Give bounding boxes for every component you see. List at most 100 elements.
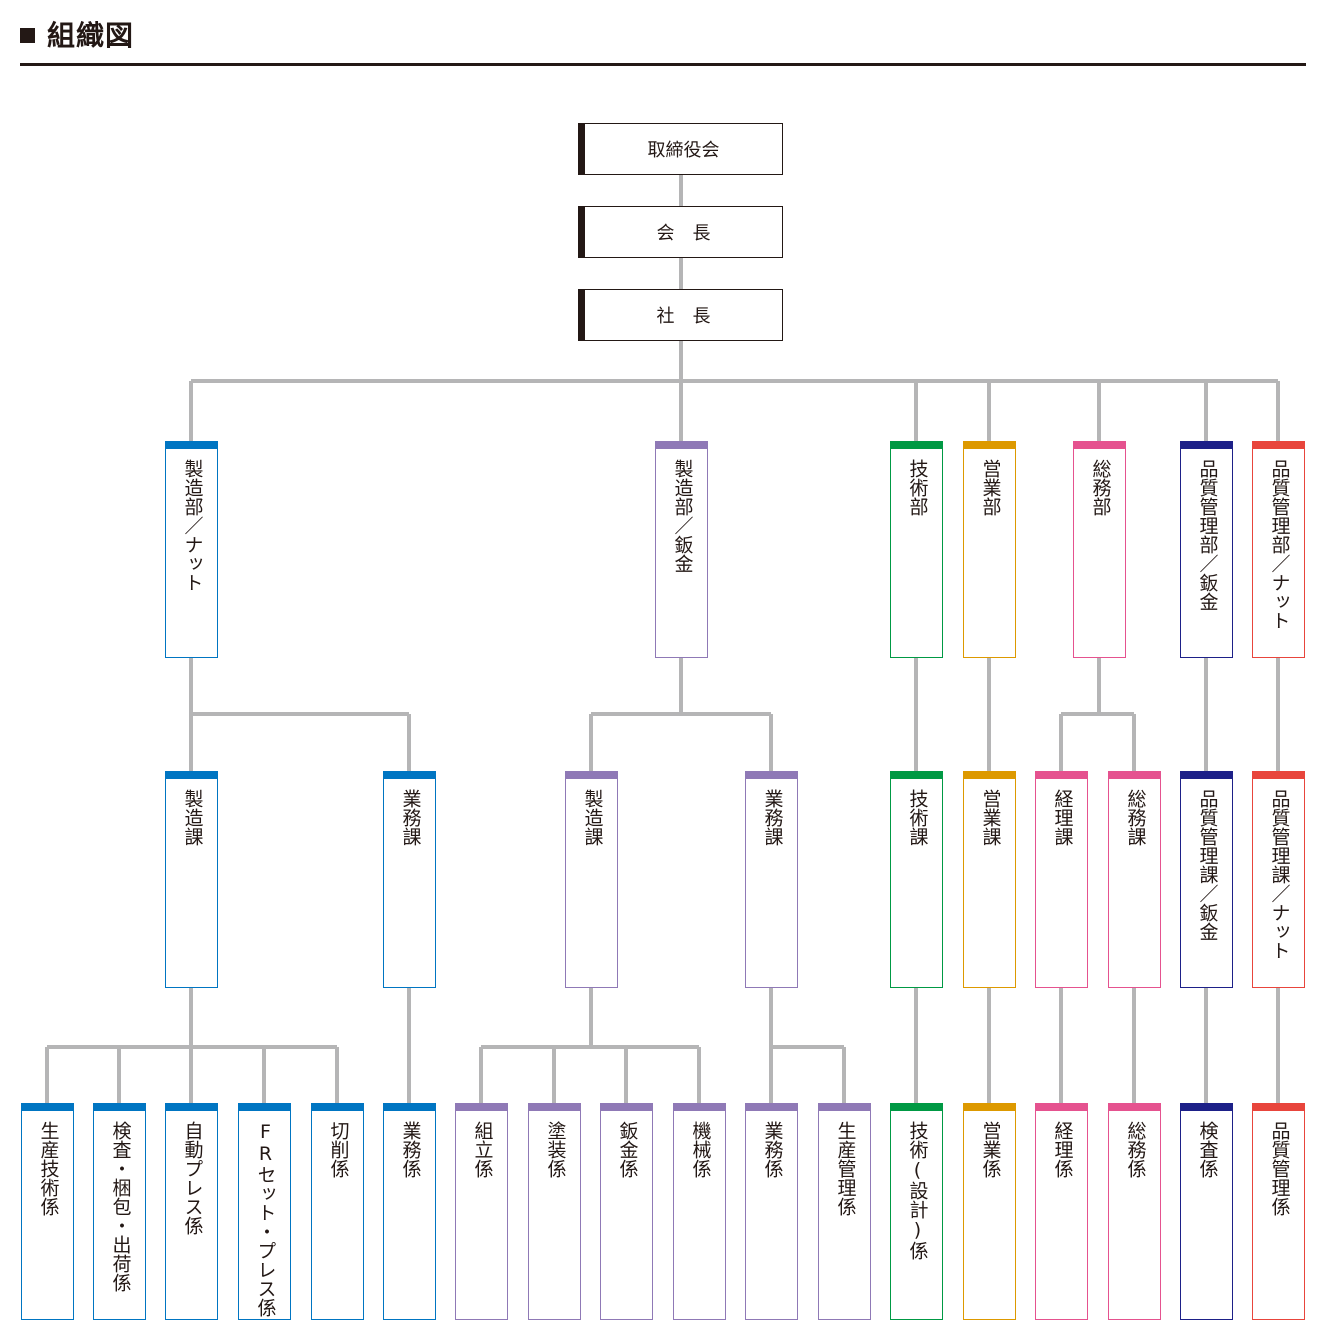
section-color-bar (564, 771, 618, 779)
unit-color-bar (1179, 1103, 1233, 1111)
unit-color-bar (672, 1103, 726, 1111)
unit-box: 検査係 (1179, 1103, 1233, 1320)
unit-box: 業務係 (382, 1103, 436, 1320)
section-color-bar (164, 771, 218, 779)
unit-label: FRセット・プレス係 (254, 1121, 277, 1317)
section-color-bar (962, 771, 1016, 779)
page-title: 組織図 (47, 19, 135, 52)
page-header: 組織図 (20, 14, 134, 54)
unit-box: 自動プレス係 (164, 1103, 218, 1320)
unit-box: 経理係 (1034, 1103, 1088, 1320)
unit-label: 総務係 (1124, 1121, 1147, 1178)
unit-color-bar (962, 1103, 1016, 1111)
unit-box: 切削係 (310, 1103, 364, 1320)
department-label: 製造部／鈑金 (671, 459, 694, 573)
department-box: 品質管理部／ナット (1251, 441, 1305, 658)
unit-color-bar (164, 1103, 218, 1111)
unit-box: 総務係 (1107, 1103, 1161, 1320)
section-box: 製造課 (164, 771, 218, 988)
department-label: 品質管理部／鈑金 (1196, 459, 1219, 611)
unit-color-bar (20, 1103, 74, 1111)
section-box: 品質管理課／ナット (1251, 771, 1305, 988)
department-color-bar (1251, 441, 1305, 449)
section-box: 総務課 (1107, 771, 1161, 988)
unit-color-bar (744, 1103, 798, 1111)
section-label: 業務課 (761, 789, 784, 846)
unit-label: 検査・梱包・出荷係 (109, 1121, 132, 1292)
section-box: 製造課 (564, 771, 618, 988)
unit-label: 機械係 (689, 1121, 712, 1178)
unit-color-bar (310, 1103, 364, 1111)
section-box: 経理課 (1034, 771, 1088, 988)
department-box: 製造部／ナット (164, 441, 218, 658)
unit-color-bar (1251, 1103, 1305, 1111)
department-label: 営業部 (979, 459, 1002, 516)
square-bullet-icon (20, 27, 35, 43)
section-label: 製造課 (581, 789, 604, 846)
unit-color-bar (382, 1103, 436, 1111)
department-color-bar (962, 441, 1016, 449)
department-label: 品質管理部／ナット (1268, 459, 1291, 630)
department-label: 総務部 (1089, 459, 1112, 516)
unit-box: 組立係 (454, 1103, 508, 1320)
unit-label: 生産技術係 (37, 1121, 60, 1216)
unit-color-bar (1107, 1103, 1161, 1111)
unit-box: 鈑金係 (599, 1103, 653, 1320)
section-color-bar (1251, 771, 1305, 779)
unit-box: 技術(設計)係 (889, 1103, 943, 1320)
section-label: 業務課 (399, 789, 422, 846)
unit-color-bar (454, 1103, 508, 1111)
section-color-bar (1034, 771, 1088, 779)
chairman-label: 会 長 (656, 223, 711, 244)
section-label: 営業課 (979, 789, 1002, 846)
unit-label: 検査係 (1196, 1121, 1219, 1178)
department-label: 技術部 (906, 459, 929, 516)
section-label: 経理課 (1051, 789, 1074, 846)
section-color-bar (889, 771, 943, 779)
unit-box: 品質管理係 (1251, 1103, 1305, 1320)
unit-box: 塗装係 (527, 1103, 581, 1320)
president-label: 社 長 (656, 306, 711, 327)
unit-color-bar (237, 1103, 291, 1111)
unit-color-bar (1034, 1103, 1088, 1111)
section-color-bar (744, 771, 798, 779)
unit-label: 業務係 (399, 1121, 422, 1178)
section-label: 総務課 (1124, 789, 1147, 846)
unit-color-bar (889, 1103, 943, 1111)
section-box: 品質管理課／鈑金 (1179, 771, 1233, 988)
section-box: 業務課 (382, 771, 436, 988)
section-box: 技術課 (889, 771, 943, 988)
unit-label: 業務係 (761, 1121, 784, 1178)
unit-color-bar (527, 1103, 581, 1111)
unit-label: 塗装係 (544, 1121, 567, 1178)
unit-box: 営業係 (962, 1103, 1016, 1320)
unit-label: 営業係 (979, 1121, 1002, 1178)
section-color-bar (382, 771, 436, 779)
unit-box: 機械係 (672, 1103, 726, 1320)
president-box: 社 長 (578, 289, 783, 341)
section-label: 技術課 (906, 789, 929, 846)
department-box: 総務部 (1072, 441, 1126, 658)
section-box: 業務課 (744, 771, 798, 988)
board-label: 取締役会 (647, 140, 720, 161)
unit-label: 生産管理係 (834, 1121, 857, 1216)
section-label: 製造課 (181, 789, 204, 846)
unit-color-bar (92, 1103, 146, 1111)
unit-color-bar (599, 1103, 653, 1111)
unit-box: 業務係 (744, 1103, 798, 1320)
department-label: 製造部／ナット (181, 459, 204, 592)
unit-color-bar (817, 1103, 871, 1111)
chairman-box: 会 長 (578, 206, 783, 258)
unit-label: 品質管理係 (1268, 1121, 1291, 1216)
department-box: 営業部 (962, 441, 1016, 658)
section-color-bar (1179, 771, 1233, 779)
unit-label: 自動プレス係 (181, 1121, 204, 1235)
header-divider (20, 63, 1306, 66)
section-color-bar (1107, 771, 1161, 779)
department-color-bar (164, 441, 218, 449)
department-box: 製造部／鈑金 (654, 441, 708, 658)
department-color-bar (889, 441, 943, 449)
unit-box: 生産管理係 (817, 1103, 871, 1320)
department-box: 技術部 (889, 441, 943, 658)
